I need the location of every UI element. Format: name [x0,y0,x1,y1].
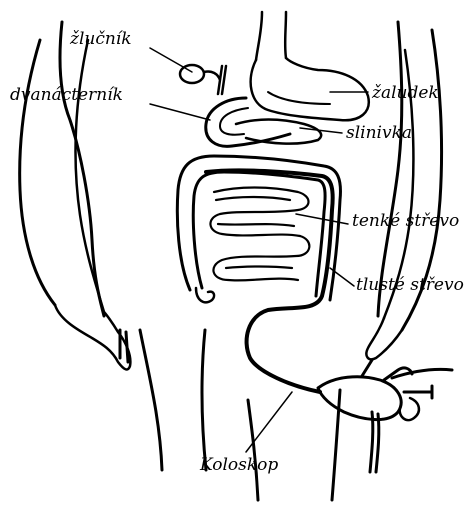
left-arm-outer [20,40,55,305]
label-duodenum: dvanácterník [10,85,123,105]
label-large-intestine: tlusté střevo [356,275,464,295]
leader-duodenum [150,104,210,120]
label-small-intestine: tenké střevo [352,211,459,231]
small-intestine-coil-4 [226,267,292,269]
pancreas [236,120,321,144]
small-intestine-coil-1 [210,188,308,237]
caecum [196,288,214,302]
right-hand [366,318,402,359]
small-intestine-coil-3 [213,236,309,280]
pancreas-body [236,120,321,144]
esophagus [256,12,286,60]
labels: žlučník dvanácterník žaludek slinivka te… [10,29,464,475]
label-gallbladder: žlučník [69,29,132,49]
scope-tube-in-colon [206,170,333,392]
stomach-inner [268,92,330,104]
scope-handle [318,377,401,420]
leader-colonoscope [246,392,292,452]
stomach [251,12,369,120]
bile-duct [204,66,226,94]
stomach-outline [251,58,369,120]
leader-gallbladder [150,48,192,72]
label-stomach: žaludek [371,83,439,103]
label-pancreas: slinivka [346,123,412,143]
small-intestine [210,188,309,281]
label-colonoscope: Koloskop [199,455,278,475]
colon-inner [193,172,325,296]
left-thumb [120,330,128,362]
left-leg [140,330,206,470]
scope-eyepiece-cable [392,369,452,378]
left-inner-leg [248,400,258,500]
left-arm-inner [76,40,104,312]
